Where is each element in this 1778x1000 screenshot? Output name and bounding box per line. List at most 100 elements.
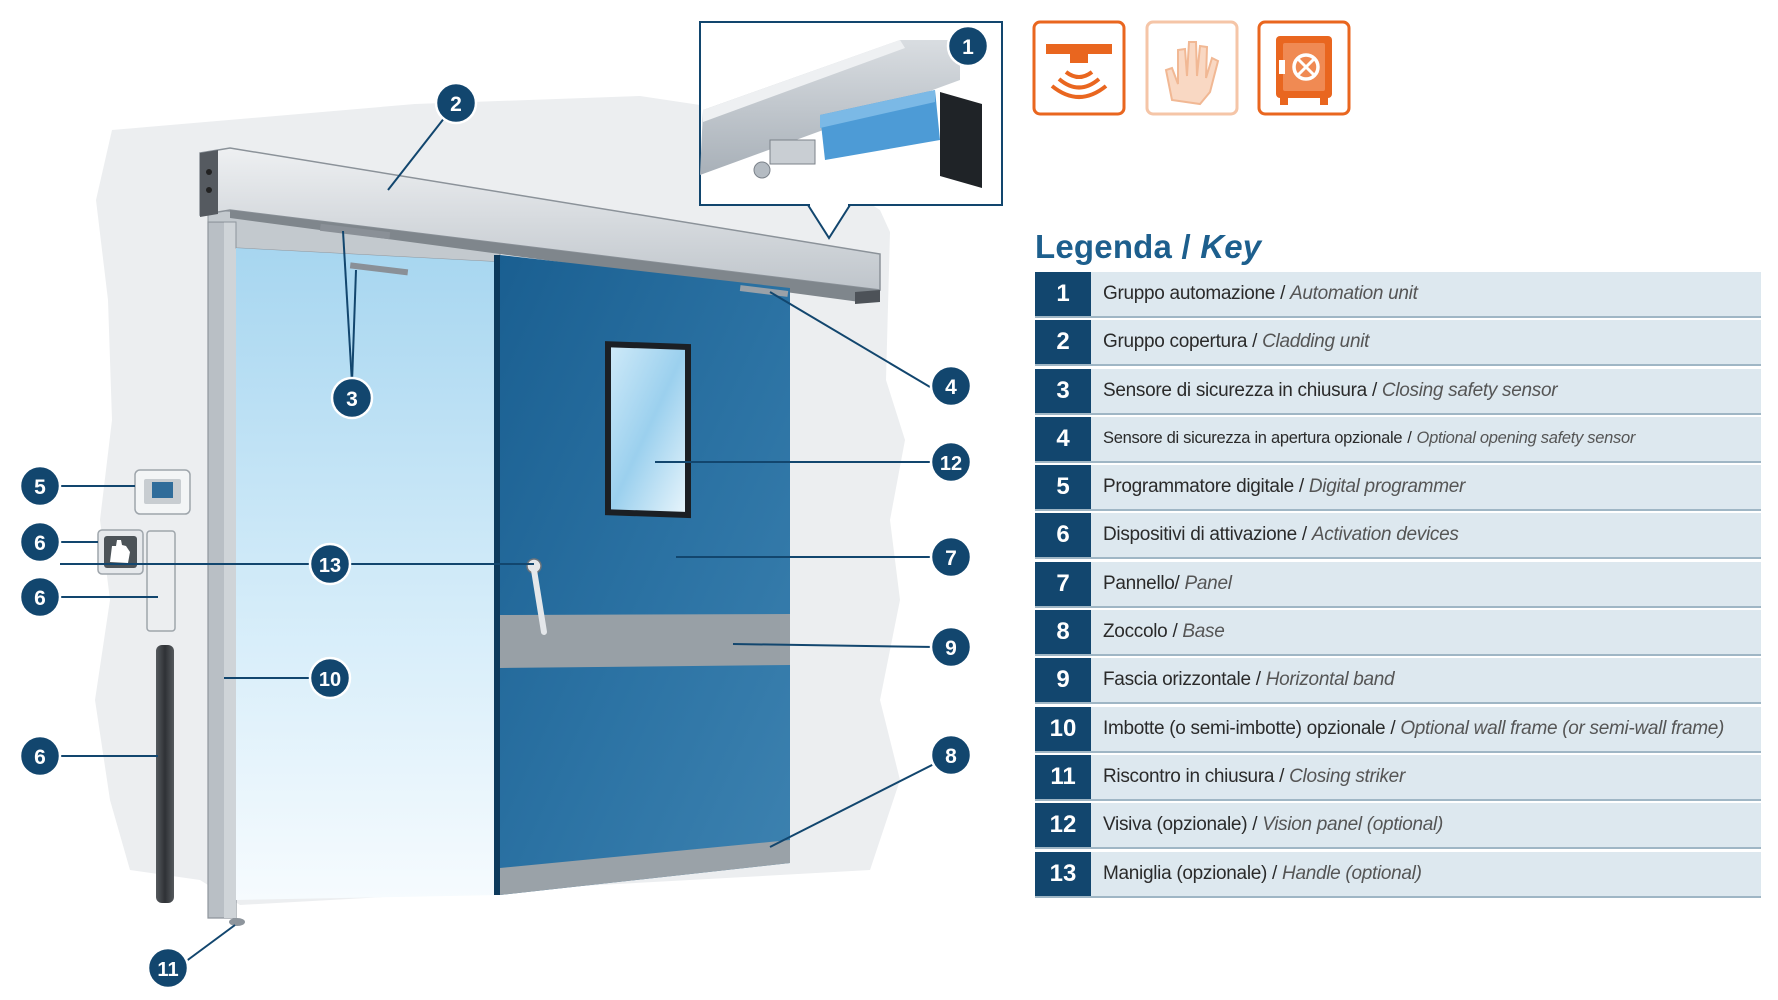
legend-text: Gruppo automazione/Automation unit — [1091, 272, 1418, 316]
svg-text:2: 2 — [450, 93, 462, 116]
legend-title-it: Legenda — [1035, 228, 1173, 265]
callout-3: 3 — [330, 376, 374, 420]
vision-panel-glass — [611, 347, 685, 512]
legend-label-en: Activation devices — [1311, 524, 1459, 546]
legend-text: Gruppo copertura/Cladding unit — [1091, 320, 1369, 364]
legend-text: Imbotte (o semi-imbotte) opzionale/Optio… — [1091, 707, 1724, 751]
callout-8: 8 — [929, 733, 973, 777]
legend-number: 11 — [1035, 754, 1091, 799]
pushbutton-column — [146, 530, 176, 632]
legend-label-en: Automation unit — [1290, 283, 1418, 304]
legend-text: Programmatore digitale/Digital programme… — [1091, 465, 1465, 509]
legend-title-separator: / — [1181, 228, 1191, 265]
svg-text:12: 12 — [940, 453, 962, 475]
legend-title: Legenda / Key — [1035, 228, 1261, 266]
legend-label-separator: / — [1279, 765, 1285, 787]
legend-number: 9 — [1035, 658, 1091, 703]
legend-label-en: Base — [1182, 621, 1225, 643]
legend-label-separator: / — [1280, 283, 1286, 304]
closing-sensor-a — [319, 223, 391, 240]
callout-9: 9 — [929, 625, 973, 669]
svg-text:6: 6 — [34, 746, 46, 769]
legend-label-en: Optional wall frame (or semi-wall frame) — [1400, 717, 1725, 739]
automation-rail — [700, 40, 960, 175]
legend-label-en: Handle (optional) — [1282, 862, 1422, 884]
legend-label-separator: / — [1301, 524, 1307, 546]
callout-4: 4 — [929, 364, 973, 408]
legend-label-it: Gruppo automazione — [1103, 283, 1276, 304]
legend-row: 8 Zoccolo/Base — [1035, 610, 1761, 657]
legend-label-separator: / — [1407, 429, 1412, 448]
legend-number: 4 — [1035, 416, 1091, 461]
legend-label-it: Riscontro in chiusura — [1103, 765, 1275, 787]
closing-striker — [229, 918, 245, 926]
legend-label-en: Closing striker — [1289, 765, 1405, 787]
legend-number: 10 — [1035, 706, 1091, 751]
legend-text: Fascia orizzontale/Horizontal band — [1091, 658, 1395, 702]
legend-text: Maniglia (opzionale)/Handle (optional) — [1091, 852, 1422, 896]
legend-title-en: Key — [1200, 228, 1262, 265]
legend-label-it: Gruppo copertura — [1103, 331, 1248, 353]
legend-label-it: Zoccolo — [1103, 621, 1168, 643]
svg-text:1: 1 — [962, 36, 974, 59]
door-base — [500, 840, 790, 895]
svg-text:4: 4 — [945, 376, 957, 399]
legend-number: 8 — [1035, 610, 1091, 655]
legend-label-en: Horizontal band — [1265, 669, 1395, 691]
svg-text:9: 9 — [945, 637, 957, 660]
legend-number: 6 — [1035, 513, 1091, 558]
svg-text:3: 3 — [346, 388, 358, 411]
legend-label-separator: / — [1371, 379, 1377, 401]
legend-label-it: Maniglia (opzionale) — [1103, 862, 1268, 884]
svg-text:5: 5 — [34, 476, 46, 499]
legend-text: Visiva (opzionale)/Vision panel (optiona… — [1091, 803, 1443, 847]
automation-endcap — [940, 92, 982, 188]
legend-text: Dispositivi di attivazione/Activation de… — [1091, 513, 1459, 557]
legend-number: 3 — [1035, 368, 1091, 413]
legend-label-it: Fascia orizzontale — [1103, 669, 1251, 691]
svg-text:8: 8 — [945, 745, 957, 768]
callout-6b: 6 — [18, 575, 62, 619]
legend-label-it: Visiva (opzionale) — [1103, 814, 1248, 836]
legend-number: 1 — [1035, 272, 1091, 316]
svg-text:13: 13 — [319, 555, 341, 577]
legend-label-separator: / — [1298, 476, 1304, 498]
horizontal-band — [500, 614, 790, 668]
svg-text:10: 10 — [319, 669, 341, 691]
legend-label-en: Digital programmer — [1308, 476, 1466, 498]
legend-label-en: Vision panel (optional) — [1262, 814, 1443, 836]
leader-lines — [60, 102, 941, 963]
legend-text: Riscontro in chiusura/Closing striker — [1091, 755, 1405, 799]
legend-label-separator: / — [1172, 621, 1178, 643]
legend-number: 2 — [1035, 320, 1091, 365]
legend-number: 5 — [1035, 465, 1091, 510]
legend-label-separator: / — [1390, 717, 1396, 739]
opening-sensor — [739, 285, 789, 297]
legend-label-it: Imbotte (o semi-imbotte) opzionale — [1103, 717, 1386, 739]
legend-label-en: Closing safety sensor — [1381, 379, 1558, 401]
legend-text: Pannello/Panel — [1091, 562, 1232, 606]
callout-1: 1 — [946, 24, 990, 68]
svg-text:11: 11 — [157, 959, 178, 981]
legend-label-it: Sensore di sicurezza in apertura opziona… — [1103, 429, 1403, 448]
svg-text:6: 6 — [34, 587, 46, 610]
legend-label-en: Panel — [1184, 572, 1232, 594]
safe-lock-icon — [1257, 20, 1351, 116]
legend-number: 12 — [1035, 803, 1091, 848]
legend-text: Sensore di sicurezza in apertura opziona… — [1091, 417, 1635, 461]
callout-10: 10 — [308, 656, 352, 700]
svg-text:6: 6 — [34, 532, 46, 555]
callout-13: 13 — [308, 542, 352, 586]
callout-12: 12 — [929, 440, 973, 484]
